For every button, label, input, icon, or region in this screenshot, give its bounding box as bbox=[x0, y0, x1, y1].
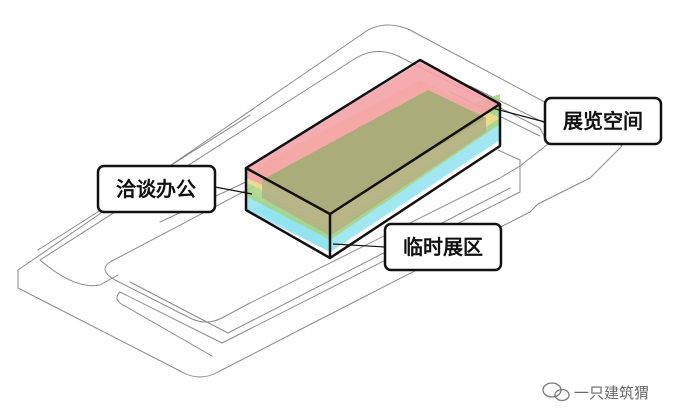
watermark: 一只建筑猬 bbox=[542, 382, 649, 402]
site-boundary bbox=[17, 24, 623, 378]
label-temporary-exhibition: 临时展区 bbox=[403, 235, 483, 259]
leader-temporary-exhibition bbox=[332, 243, 386, 248]
leader-exhibition-space bbox=[491, 107, 546, 123]
path-line-a bbox=[116, 291, 213, 357]
leader-negotiation-office bbox=[214, 186, 253, 195]
callout-negotiation-office: 洽谈办公 bbox=[96, 164, 217, 214]
label-negotiation-office: 洽谈办公 bbox=[116, 177, 196, 201]
site-plan bbox=[17, 24, 623, 378]
building-volume bbox=[244, 58, 502, 260]
watermark-text: 一只建筑猬 bbox=[574, 384, 649, 402]
callout-temporary-exhibition: 临时展区 bbox=[383, 222, 503, 272]
left-road-curve bbox=[39, 259, 119, 287]
leader-lines bbox=[214, 107, 546, 248]
volume-outline-left bbox=[244, 168, 332, 260]
plot-outline bbox=[39, 51, 549, 323]
volume-core-top bbox=[262, 90, 486, 212]
callout-exhibition-space: 展览空间 bbox=[543, 96, 663, 146]
volume-outline-right bbox=[329, 104, 502, 260]
podium-edge bbox=[119, 149, 521, 344]
label-exhibition-space: 展览空间 bbox=[563, 109, 643, 133]
wechat-icon bbox=[542, 382, 570, 402]
